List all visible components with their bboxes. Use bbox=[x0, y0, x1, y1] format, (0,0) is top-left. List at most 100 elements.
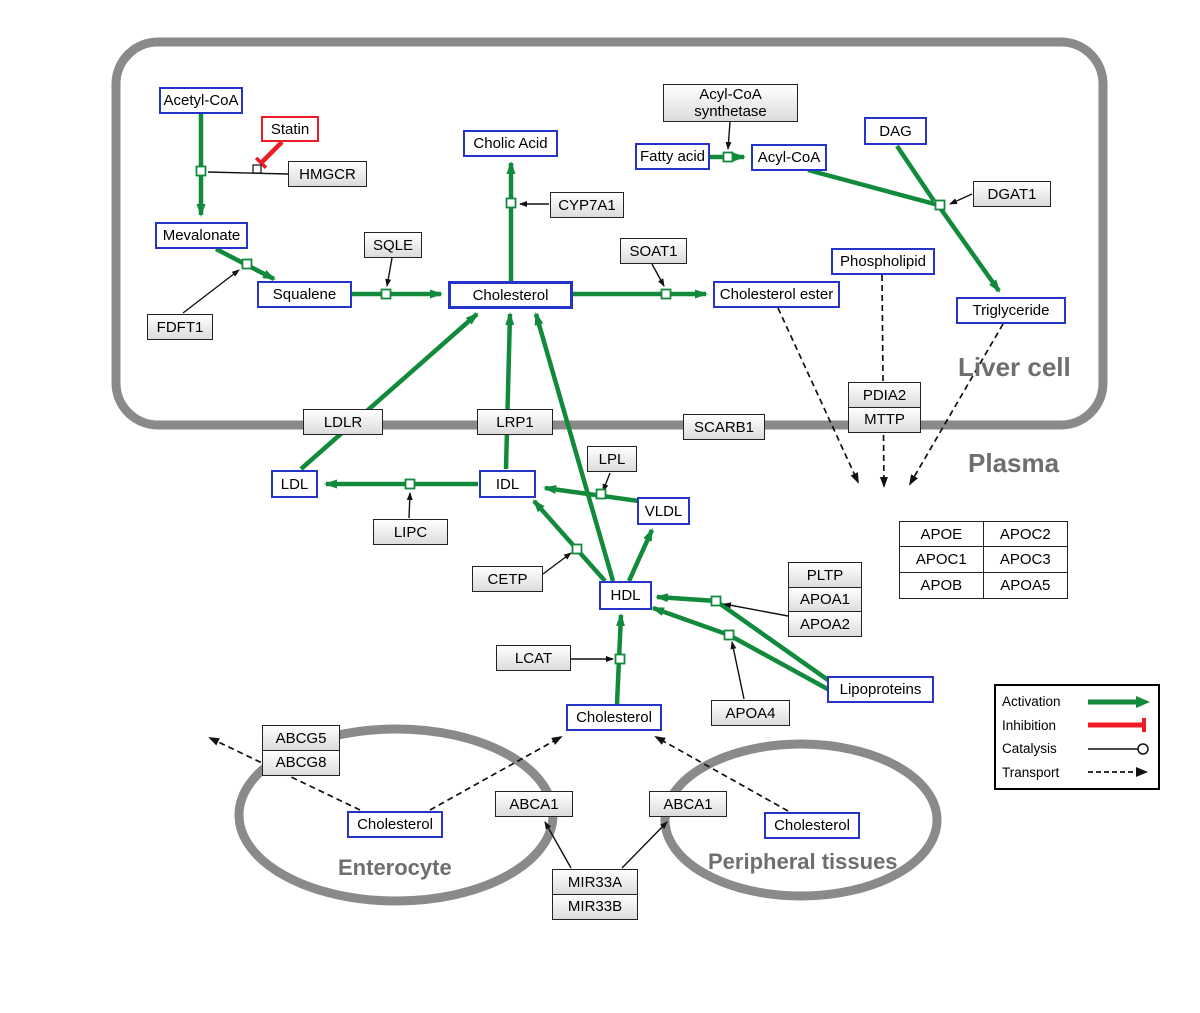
node-cholesterol-liver[interactable]: Cholesterol bbox=[448, 281, 573, 309]
node-pdia2[interactable]: PDIA2 bbox=[848, 382, 921, 408]
node-sqle[interactable]: SQLE bbox=[364, 232, 422, 258]
node-fatty-acid[interactable]: Fatty acid bbox=[635, 143, 710, 170]
node-vldl[interactable]: VLDL bbox=[637, 497, 690, 525]
node-hdl[interactable]: HDL bbox=[599, 581, 652, 610]
activation-arrow-icon bbox=[1088, 695, 1150, 708]
edge-mir33-abca1-left bbox=[544, 821, 572, 869]
edge-cholesterolester-transport bbox=[777, 307, 859, 484]
edge-sqle-catalysis bbox=[385, 257, 393, 287]
legend: Activation Inhibition Catalysis Transpor… bbox=[994, 684, 1160, 790]
node-abcg5[interactable]: ABCG5 bbox=[262, 725, 340, 751]
node-mir33a[interactable]: MIR33A bbox=[552, 869, 638, 895]
legend-transport-label: Transport bbox=[1002, 764, 1060, 780]
node-cholesterol-ester[interactable]: Cholesterol ester bbox=[713, 281, 840, 308]
node-hmgcr[interactable]: HMGCR bbox=[288, 161, 367, 187]
node-mir33b[interactable]: MIR33B bbox=[552, 893, 638, 920]
edge-hdl-idl bbox=[532, 499, 607, 583]
node-triglyceride[interactable]: Triglyceride bbox=[956, 297, 1066, 324]
edge-vldl-idl bbox=[543, 485, 640, 504]
edge-dgat1-catalysis bbox=[949, 193, 973, 205]
node-apoa2[interactable]: APOA2 bbox=[788, 611, 862, 638]
peripheral-tissues-label: Peripheral tissues bbox=[708, 849, 898, 874]
node-acetyl-coa[interactable]: Acetyl-CoA bbox=[159, 87, 243, 114]
node-squalene[interactable]: Squalene bbox=[257, 281, 352, 308]
edge-triglyceride-transport bbox=[908, 323, 1004, 486]
node-lipoproteins[interactable]: Lipoproteins bbox=[827, 676, 934, 703]
node-mevalonate[interactable]: Mevalonate bbox=[155, 222, 248, 249]
node-apoa4[interactable]: APOA4 bbox=[711, 700, 790, 726]
node-apoe[interactable]: APOE bbox=[898, 520, 984, 548]
liver-cell-label: Liver cell bbox=[958, 352, 1071, 382]
node-soat1[interactable]: SOAT1 bbox=[620, 238, 687, 264]
edge-peripheral-cholesterol-efflux bbox=[654, 736, 789, 812]
node-cholic-acid[interactable]: Cholic Acid bbox=[463, 130, 558, 157]
edge-statin-inhibition bbox=[254, 140, 284, 170]
edge-apoa4-catalysis bbox=[730, 641, 745, 700]
apolipoprotein-table: APOE APOC2 APOC1 APOC3 APOB APOA5 bbox=[898, 520, 1068, 599]
node-lipc[interactable]: LIPC bbox=[373, 519, 448, 545]
node-apoa1[interactable]: APOA1 bbox=[788, 586, 862, 613]
stack-abcg5-abcg8: ABCG5 ABCG8 bbox=[262, 725, 340, 776]
node-cetp[interactable]: CETP bbox=[472, 566, 543, 592]
node-ldlr[interactable]: LDLR bbox=[303, 409, 383, 435]
edge-idl-uptake bbox=[503, 312, 515, 470]
stack-pdia2-mttp: PDIA2 MTTP bbox=[848, 382, 921, 433]
edge-apoa-stack-catalysis bbox=[723, 602, 789, 617]
catalysis-circle-icon bbox=[1088, 743, 1149, 755]
legend-activation-label: Activation bbox=[1002, 694, 1061, 710]
node-fdft1[interactable]: FDFT1 bbox=[147, 314, 213, 340]
node-idl[interactable]: IDL bbox=[479, 470, 536, 498]
legend-inhibition-label: Inhibition bbox=[1002, 717, 1057, 733]
node-apoa5[interactable]: APOA5 bbox=[982, 571, 1068, 599]
edge-mir33-abca1-right bbox=[621, 821, 668, 869]
node-scarb1[interactable]: SCARB1 bbox=[683, 414, 765, 440]
node-acyl-coa[interactable]: Acyl-CoA bbox=[751, 144, 827, 171]
plasma-label: Plasma bbox=[968, 448, 1060, 478]
node-ldl[interactable]: LDL bbox=[271, 470, 318, 498]
legend-catalysis-label: Catalysis bbox=[1002, 741, 1057, 757]
node-phospholipid[interactable]: Phospholipid bbox=[831, 248, 935, 275]
edge-hdl-vldl bbox=[626, 528, 655, 582]
edge-acylcoasynthetase-catalysis bbox=[725, 121, 732, 150]
inhibition-tbar-icon bbox=[1088, 718, 1146, 733]
edge-hdl-uptake bbox=[533, 312, 616, 582]
node-pltp[interactable]: PLTP bbox=[788, 562, 862, 588]
node-dgat1[interactable]: DGAT1 bbox=[973, 181, 1051, 207]
edge-enterocyte-cholesterol-efflux bbox=[429, 736, 563, 811]
edge-dag-triglyceride bbox=[895, 144, 936, 203]
stack-pltp-apoa1-apoa2: PLTP APOA1 APOA2 bbox=[788, 562, 862, 638]
node-lpl[interactable]: LPL bbox=[587, 446, 637, 472]
node-cyp7a1[interactable]: CYP7A1 bbox=[550, 192, 624, 218]
node-abca1-left[interactable]: ABCA1 bbox=[495, 791, 573, 817]
node-dag[interactable]: DAG bbox=[864, 117, 927, 145]
legend-catalysis-row: Catalysis bbox=[1002, 738, 1152, 760]
node-cholesterol-plasma[interactable]: Cholesterol bbox=[566, 704, 662, 731]
edge-lpl-catalysis bbox=[602, 472, 611, 492]
legend-inhibition-row: Inhibition bbox=[1002, 714, 1152, 736]
legend-transport-row: Transport bbox=[1002, 761, 1152, 783]
node-lcat[interactable]: LCAT bbox=[496, 645, 571, 671]
edge-ldl-uptake bbox=[299, 312, 479, 471]
node-apoc1[interactable]: APOC1 bbox=[898, 546, 984, 574]
peripheral-tissues-outline bbox=[660, 739, 942, 901]
node-mttp[interactable]: MTTP bbox=[848, 406, 921, 433]
edge-phospholipid-transport bbox=[879, 274, 888, 488]
legend-activation-row: Activation bbox=[1002, 691, 1152, 713]
edge-fdft1-catalysis bbox=[182, 269, 240, 314]
edge-lipc-catalysis bbox=[406, 492, 413, 519]
node-apoc3[interactable]: APOC3 bbox=[982, 546, 1068, 574]
node-abca1-right[interactable]: ABCA1 bbox=[649, 791, 727, 817]
enterocyte-label: Enterocyte bbox=[338, 855, 452, 880]
liver-cell-outline bbox=[111, 37, 1108, 430]
node-apoc2[interactable]: APOC2 bbox=[982, 520, 1068, 548]
node-apob[interactable]: APOB bbox=[898, 571, 984, 599]
node-statin[interactable]: Statin bbox=[261, 116, 319, 142]
node-abcg8[interactable]: ABCG8 bbox=[262, 749, 340, 776]
hmgcr-junction-square bbox=[252, 164, 262, 174]
node-cholesterol-peripheral[interactable]: Cholesterol bbox=[764, 812, 860, 839]
node-lrp1[interactable]: LRP1 bbox=[477, 409, 553, 435]
node-acyl-coa-synthetase[interactable]: Acyl-CoA synthetase bbox=[663, 84, 798, 122]
node-cholesterol-enterocyte[interactable]: Cholesterol bbox=[347, 811, 443, 838]
